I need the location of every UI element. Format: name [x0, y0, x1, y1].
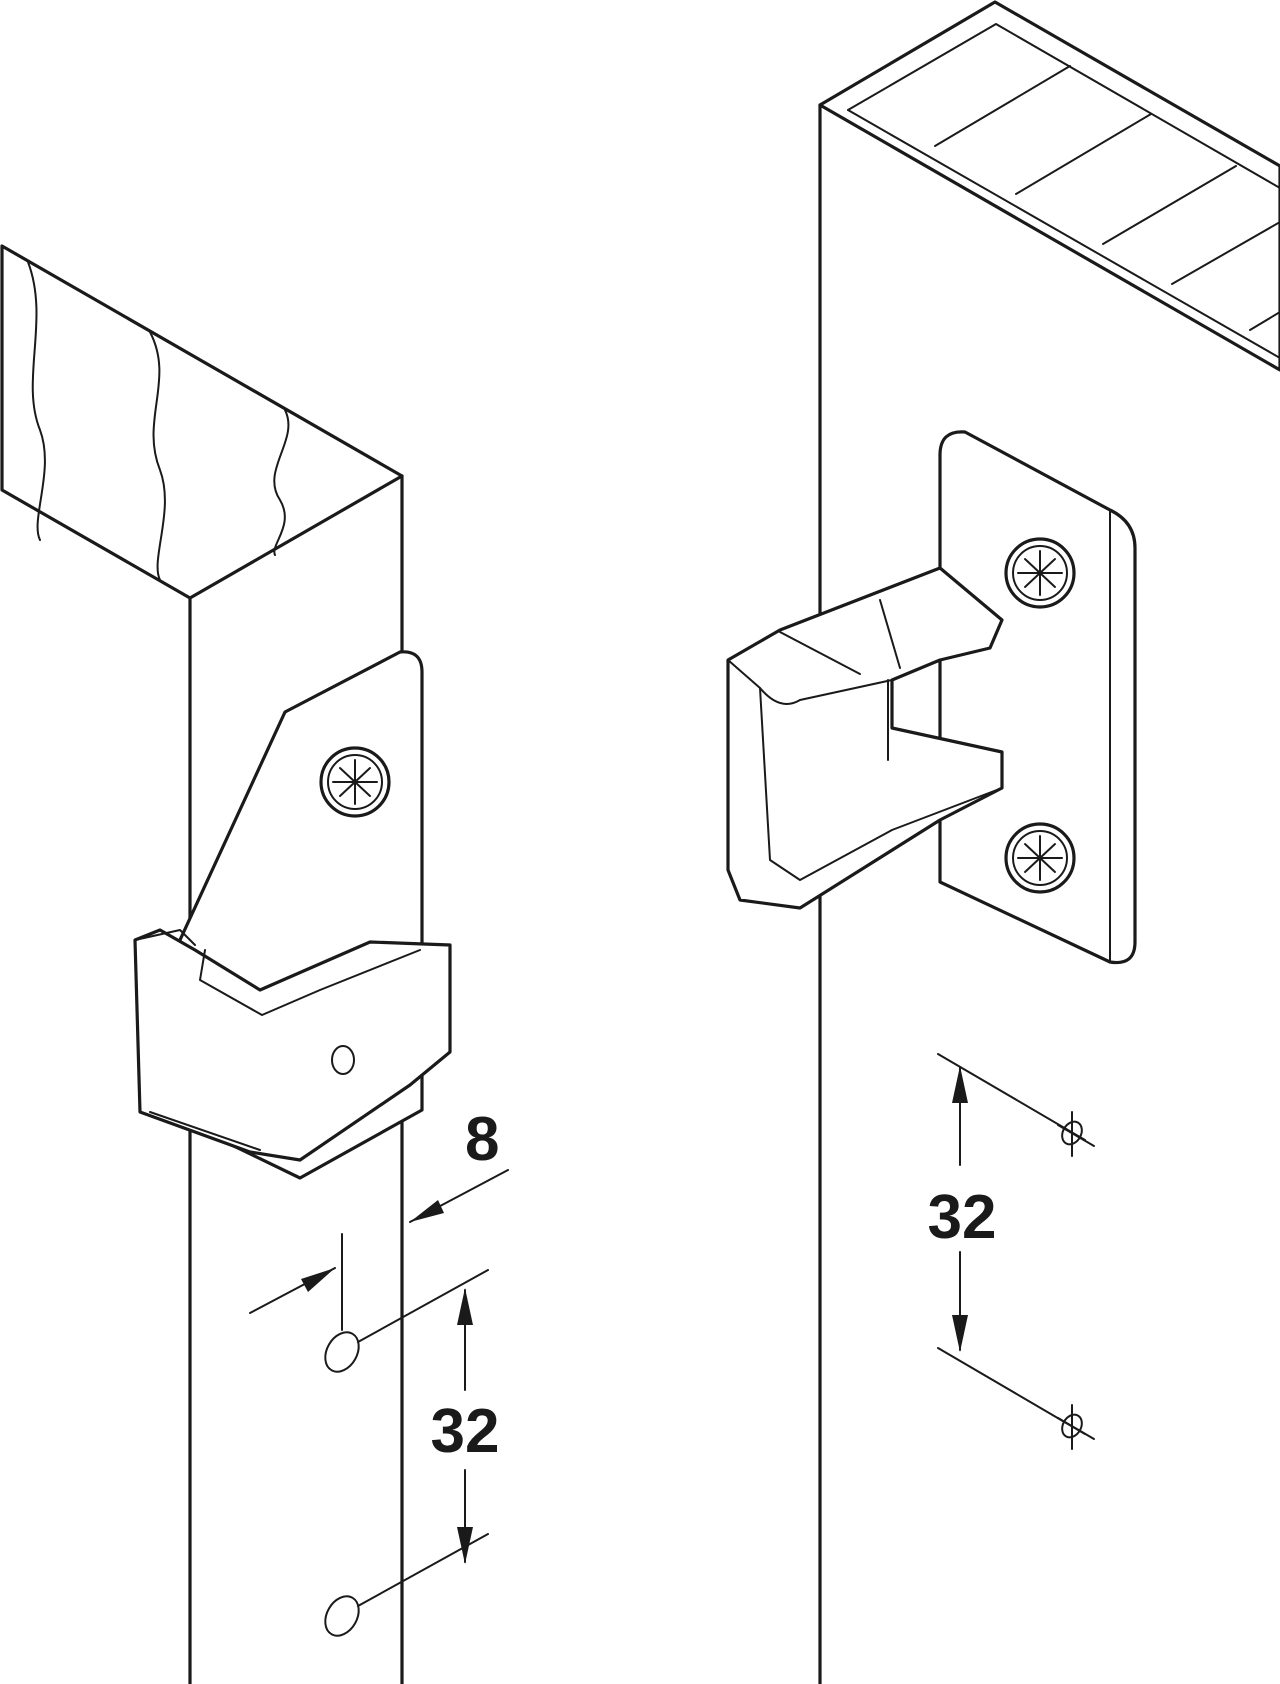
dim-8-arrow-left: [301, 1268, 335, 1292]
left-bracket-groove: [199, 949, 421, 1016]
right-bracket-groove-bottom: [759, 687, 1003, 881]
right-bracket-ridge: [779, 631, 861, 675]
dim-32-right-arrow-up: [952, 1066, 968, 1103]
screw-icon: [319, 746, 391, 818]
wood-grain-line: [27, 261, 46, 541]
right-drill-hole-top: [1057, 1111, 1095, 1157]
screw-icon: [1004, 537, 1076, 609]
right-bracket: [726, 430, 1137, 965]
right-panel-slat: [934, 65, 1071, 147]
dim-32-right-label: 32: [928, 1183, 997, 1252]
right-bracket-hook: [726, 566, 1004, 910]
dim-32-arrow-up: [457, 1288, 473, 1325]
right-drill-hole-bottom: [1057, 1404, 1095, 1450]
right-panel-slat: [1102, 165, 1237, 245]
dim-8-label: 8: [465, 1105, 499, 1174]
left-drill-hole-bottom: [324, 1595, 360, 1637]
right-bracket-plate: [938, 430, 1137, 965]
dim-8-arrow-right: [410, 1200, 444, 1222]
left-dimensions: 8 32: [249, 1105, 509, 1637]
dim-32-right-arrow-down: [952, 1315, 968, 1352]
right-panel-top-inner-front: [847, 109, 1280, 359]
left-bracket-edge: [134, 929, 196, 946]
right-dimensions: 32: [928, 1053, 1095, 1450]
wood-grain-line: [149, 331, 166, 581]
dim-32-arrow-down: [457, 1527, 473, 1564]
right-bracket-ridge: [879, 599, 901, 669]
left-bracket-hole: [331, 1045, 355, 1075]
right-panel-slat: [1015, 113, 1152, 195]
dim-32-extension-top: [357, 1269, 489, 1343]
left-bracket-bottom-edge: [149, 1111, 261, 1151]
wood-grain-line: [273, 409, 290, 556]
right-panel-slat: [1249, 311, 1280, 331]
left-drill-hole-top: [324, 1331, 360, 1373]
right-panel-slat: [1171, 221, 1280, 285]
left-panel-top: [0, 244, 404, 600]
dim-32-left-label: 32: [431, 1397, 500, 1466]
right-panel-top: [818, 0, 1280, 372]
screw-icon: [1004, 822, 1076, 894]
left-bracket: [133, 650, 452, 1180]
right-panel-top-inner-edge: [847, 23, 1280, 189]
